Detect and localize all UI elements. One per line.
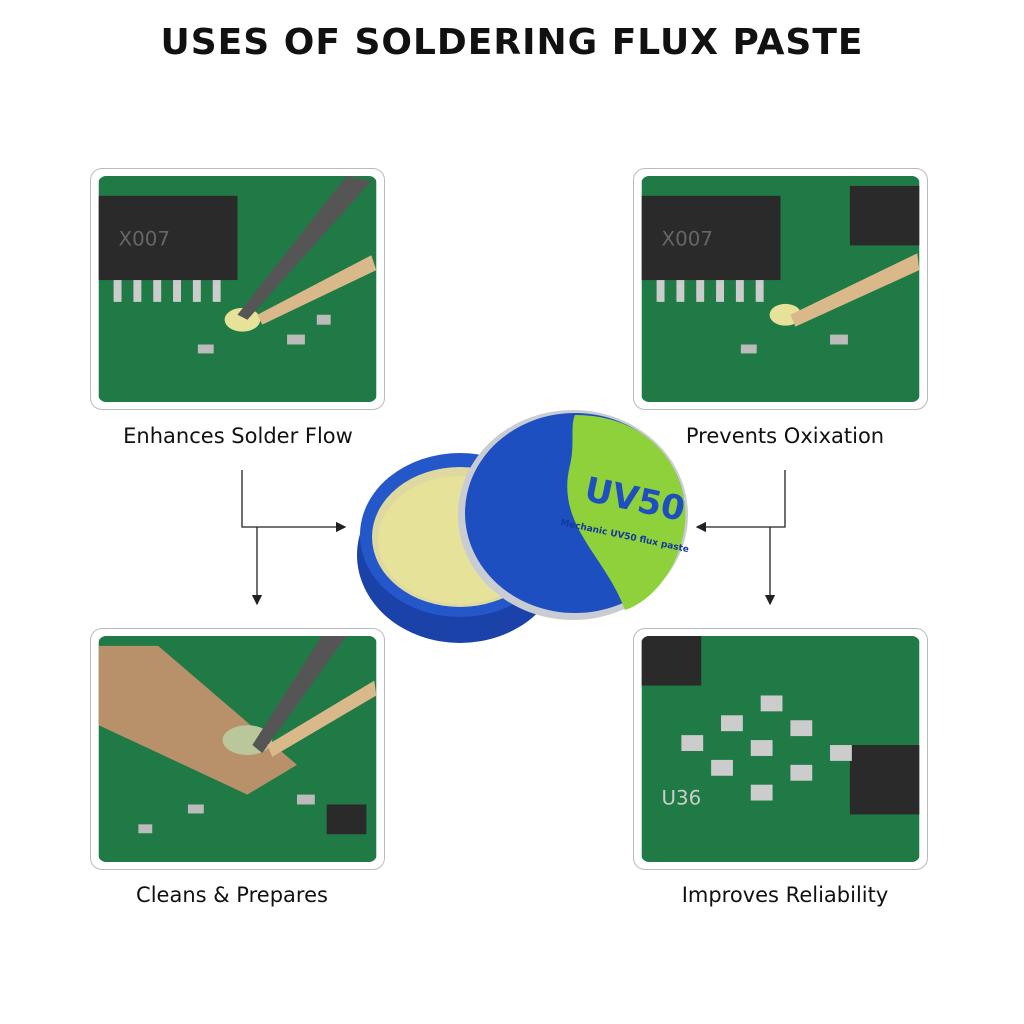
panel-prevents-oxidation: X007 xyxy=(633,168,928,410)
panel-enhances-solder-flow: X007 xyxy=(90,168,385,410)
pcb-solder-image: X007 xyxy=(98,176,377,402)
chip-marking: X007 xyxy=(119,227,170,250)
caption-cleans-prepares: Cleans & Prepares xyxy=(136,883,328,907)
panel-improves-reliability: U36 xyxy=(633,628,928,870)
board-marking: U36 xyxy=(662,787,702,810)
pcb-cleaning-image xyxy=(98,636,377,862)
caption-enhances-solder-flow: Enhances Solder Flow xyxy=(123,424,353,448)
pcb-reliability-image: U36 xyxy=(641,636,920,862)
caption-improves-reliability: Improves Reliability xyxy=(681,883,889,907)
chip-marking: X007 xyxy=(662,227,713,250)
page-title: USES OF SOLDERING FLUX PASTE xyxy=(160,22,864,63)
flux-tin-image: UV50 Mechanic UV50 flux paste xyxy=(357,410,690,643)
caption-prevents-oxidation: Prevents Oxixation xyxy=(685,424,885,448)
panel-cleans-prepares xyxy=(90,628,385,870)
pcb-oxidation-image: X007 xyxy=(641,176,920,402)
